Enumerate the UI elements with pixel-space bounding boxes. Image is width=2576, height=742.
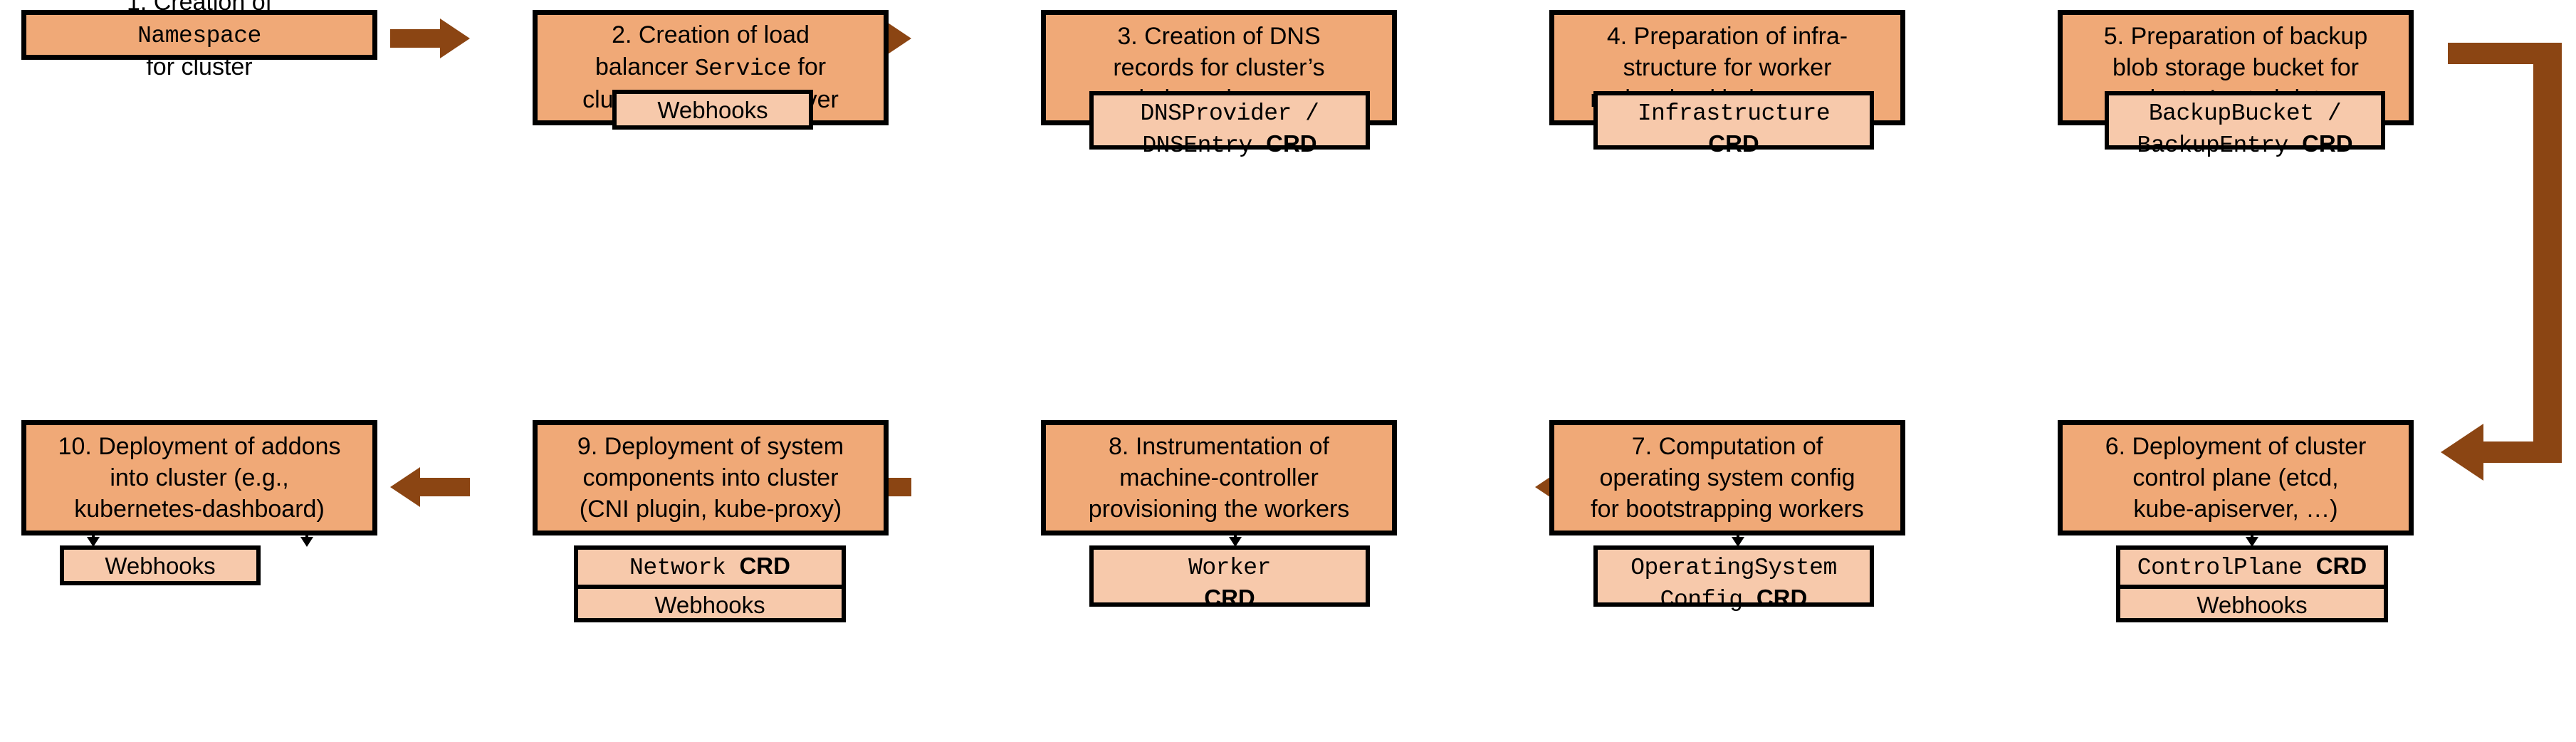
step-box-1[interactable]: 1. Creation of Namespace for cluster xyxy=(21,0,377,80)
step-box-9[interactable]: 9. Deployment of system components into … xyxy=(533,420,889,535)
step-6-text: 6. Deployment of cluster control plane (… xyxy=(2105,432,2367,523)
step-10-text: 10. Deployment of addons into cluster (e… xyxy=(58,432,341,523)
artifact-box-crd-step4[interactable]: Infrastructure CRD xyxy=(1593,91,1874,157)
artifact-cell-webhooks: Webhooks xyxy=(578,584,842,622)
artifact-cell-webhooks: Webhooks xyxy=(105,553,216,579)
step-7-text: 7. Computation of operating system confi… xyxy=(1591,432,1864,523)
step-box-7[interactable]: 7. Computation of operating system confi… xyxy=(1549,420,1905,535)
artifact-cell-crd: Network CRD xyxy=(629,553,790,581)
artifact-cell-crd: ControlPlane CRD xyxy=(2137,553,2367,581)
artifact-cell-crd: Infrastructure CRD xyxy=(1637,100,1831,157)
artifact-cell-crd: Worker CRD xyxy=(1188,555,1271,611)
flow-arrow-step2-to-step3 xyxy=(390,19,470,58)
step-box-8[interactable]: 8. Instrumentation of machine-controller… xyxy=(1041,420,1397,535)
artifact-box-crd-webhooks-step6[interactable]: ControlPlane CRD Webhooks xyxy=(2116,545,2388,622)
artifact-cell-crd: DNSProvider / DNSEntry CRD xyxy=(1140,100,1319,159)
artifact-box-crd-step5[interactable]: BackupBucket / BackupEntry CRD xyxy=(2105,91,2385,159)
artifact-box-crd-webhooks-step9[interactable]: Network CRD Webhooks xyxy=(574,545,846,622)
artifact-cell-crd: BackupBucket / BackupEntry CRD xyxy=(2137,100,2353,159)
artifact-box-webhooks-step10[interactable]: Webhooks xyxy=(60,545,261,585)
artifact-box-crd-step3[interactable]: DNSProvider / DNSEntry CRD xyxy=(1089,91,1370,159)
step-box-6[interactable]: 6. Deployment of cluster control plane (… xyxy=(2058,420,2414,535)
step-1-text: 1. Creation of Namespace for cluster xyxy=(126,0,273,81)
artifact-cell-webhooks: Webhooks xyxy=(2120,584,2384,622)
artifact-cell-webhooks: Webhooks xyxy=(657,97,768,123)
step-8-text: 8. Instrumentation of machine-controller… xyxy=(1088,432,1350,523)
artifact-box-crd-step8[interactable]: Worker CRD xyxy=(1089,545,1370,611)
step-9-text: 9. Deployment of system components into … xyxy=(577,432,844,523)
artifact-cell-crd: OperatingSystem Config CRD xyxy=(1630,555,1837,613)
step-box-10[interactable]: 10. Deployment of addons into cluster (e… xyxy=(21,420,377,535)
artifact-box-crd-step7[interactable]: OperatingSystem Config CRD xyxy=(1593,545,1874,613)
flow-arrow-step9-to-step10 xyxy=(390,467,470,507)
flow-arrow-step5-to-step6-wrap xyxy=(2434,43,2576,484)
artifact-box-webhooks-step2[interactable]: Webhooks xyxy=(612,90,813,130)
